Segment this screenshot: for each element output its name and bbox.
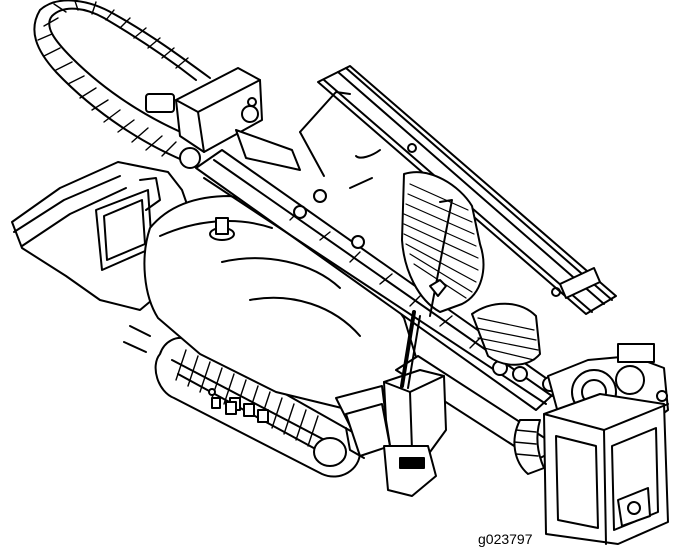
figure-id-label: g023797 <box>478 531 533 547</box>
cable-carrier-chain <box>33 0 211 165</box>
upper-gearbox <box>145 67 301 171</box>
operator-station <box>335 279 447 497</box>
body-details <box>123 325 237 415</box>
front-frame <box>543 390 669 545</box>
crawler-track <box>154 336 361 478</box>
pipe-loader <box>299 65 617 366</box>
